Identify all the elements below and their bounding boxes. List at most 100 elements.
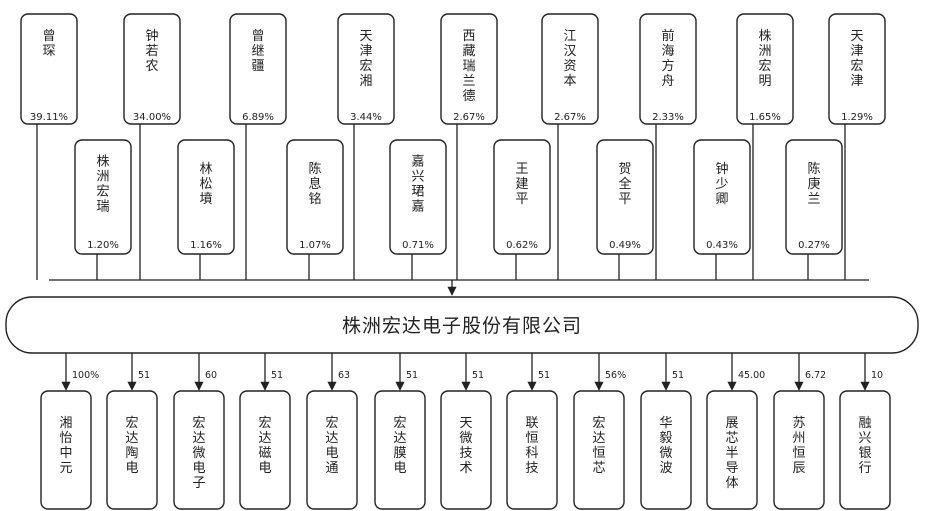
mid-shareholders-row: 株洲宏瑞1.20%林松墳1.16%陈息铭1.07%嘉兴珺嘉0.71%王建平0.6…: [74, 139, 843, 255]
company-node: 株洲宏达电子股份有限公司: [5, 296, 919, 354]
name-char: 琛: [42, 44, 55, 59]
subsidiary-box: [239, 390, 291, 510]
name-char: 德: [462, 89, 475, 104]
name-char: 曾: [251, 29, 264, 44]
name-char: 林: [199, 162, 212, 177]
name-char: 陈: [308, 161, 321, 177]
name-char: 宏: [850, 59, 863, 74]
subsidiary-box: [773, 390, 825, 510]
name-char: 电: [192, 461, 205, 476]
name-char: 辰: [792, 461, 805, 476]
name-char: 陶: [125, 445, 138, 461]
name-char: 技: [525, 461, 538, 476]
name-char: 子: [192, 476, 205, 491]
shareholder-pct: 34.00%: [133, 112, 171, 123]
name-char: 王: [515, 162, 528, 177]
name-char: 若: [145, 43, 158, 59]
name-char: 膜: [393, 446, 406, 461]
shareholder-pct: 0.71%: [402, 240, 434, 251]
name-char: 兴: [411, 170, 424, 185]
name-char: 本: [563, 74, 576, 89]
name-char: 藏: [462, 44, 475, 59]
name-char: 疆: [251, 59, 264, 74]
name-char: 恒: [792, 446, 805, 461]
subsidiary-pct: 56%: [605, 370, 626, 381]
subsidiary-pct: 51: [672, 370, 684, 381]
shareholder-box: [74, 139, 132, 255]
shareholder-box: [389, 139, 447, 255]
company-name: 株洲宏达电子股份有限公司: [342, 315, 582, 337]
subsidiary-pct: 51: [406, 370, 418, 381]
name-char: 宏: [359, 59, 372, 74]
subsidiary-box: [640, 390, 692, 510]
top-shareholder-node: 钟若农 34.00%: [123, 13, 181, 125]
name-char: 瑞: [462, 59, 475, 74]
name-char: 株: [758, 29, 771, 44]
name-char: 洲: [758, 44, 771, 59]
shareholder-name: 贺全平: [618, 162, 631, 207]
shareholder-box: [785, 139, 843, 255]
name-char: 天: [359, 29, 372, 44]
name-char: 科: [525, 446, 538, 461]
shareholder-box: [177, 139, 235, 255]
name-char: 农: [145, 59, 158, 74]
subsidiary-pct: 60: [205, 370, 217, 381]
name-char: 怡: [59, 431, 72, 446]
name-char: 行: [858, 461, 871, 476]
name-char: 融: [858, 416, 871, 431]
company-box: [5, 296, 919, 354]
shareholder-pct: 1.65%: [749, 112, 781, 123]
name-char: 嘉: [411, 155, 424, 170]
name-char: 电: [393, 461, 406, 476]
name-char: 微: [659, 446, 672, 461]
name-char: 宏: [592, 416, 605, 431]
top-shareholders-row: 曾琛39.11%钟若农34.00%曾继疆6.89%天津宏湘3.44%西藏瑞兰德2…: [20, 13, 886, 125]
name-char: 江: [563, 29, 576, 44]
name-char: 松: [199, 177, 212, 192]
name-char: 资: [563, 59, 576, 74]
name-char: 明: [758, 74, 771, 89]
shareholder-pct: 0.49%: [609, 240, 641, 251]
subsidiary-pct: 63: [338, 370, 350, 381]
name-char: 陈: [807, 161, 820, 177]
shareholder-name: 曾琛: [42, 29, 55, 59]
subsidiary-box: [440, 390, 492, 510]
subsidiary-box: [306, 390, 358, 510]
subsidiary-box: [106, 390, 158, 510]
shareholder-name: 陈庚兰: [807, 161, 820, 207]
shareholder-box: [596, 139, 654, 255]
name-char: 毅: [659, 430, 672, 446]
name-char: 舟: [661, 74, 674, 89]
name-char: 体: [725, 476, 738, 491]
name-char: 洲: [96, 170, 109, 185]
name-char: 术: [459, 461, 472, 476]
name-char: 钟: [145, 28, 158, 44]
shareholder-pct: 2.67%: [554, 112, 586, 123]
shareholder-box: [693, 139, 751, 255]
name-char: 方: [661, 58, 674, 74]
shareholder-box: [736, 13, 794, 125]
subsidiary-box: [706, 390, 758, 510]
name-char: 芯: [725, 431, 738, 446]
name-char: 铭: [308, 192, 321, 207]
